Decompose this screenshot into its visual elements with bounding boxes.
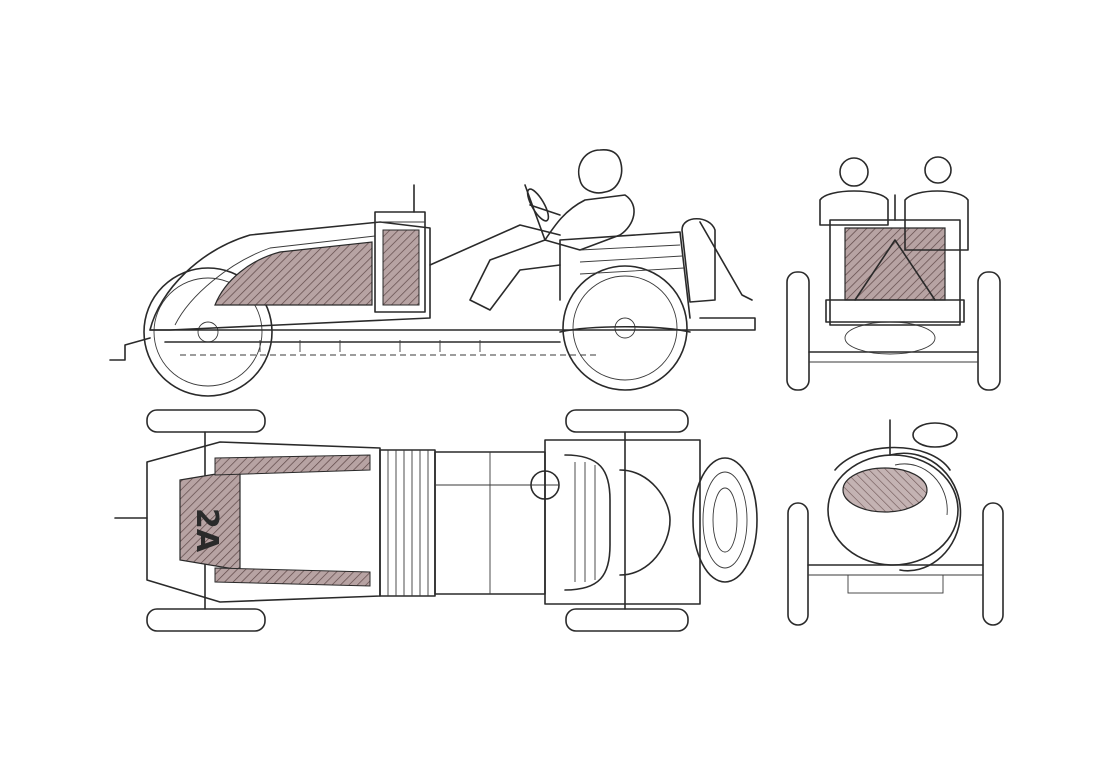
side-chassis [149,317,756,331]
side-body-outline [149,221,431,331]
front-driver [819,157,889,226]
rear-left-tire [787,502,809,626]
side-crank-handle [109,337,151,361]
top-number-label: 2A [189,508,224,553]
side-view [109,149,756,397]
front-left-tire [786,271,810,391]
side-tank-hatched [214,241,373,306]
rear-right-tire [982,502,1004,626]
rear-view [787,419,1004,626]
top-front-left-wheel [565,409,689,433]
front-right-tire [977,271,1001,391]
side-radiator [374,211,426,313]
top-front-right-wheel [565,608,689,632]
top-spare-tires [692,457,758,583]
top-rear-left-wheel [146,409,266,433]
top-rear-right-wheel [146,608,266,632]
top-view: 2A [114,409,758,632]
side-front-wheel [562,265,688,391]
front-radiator-hatched [844,227,946,301]
side-driver [469,149,635,311]
front-view [786,156,1001,391]
front-mechanic [904,156,969,251]
